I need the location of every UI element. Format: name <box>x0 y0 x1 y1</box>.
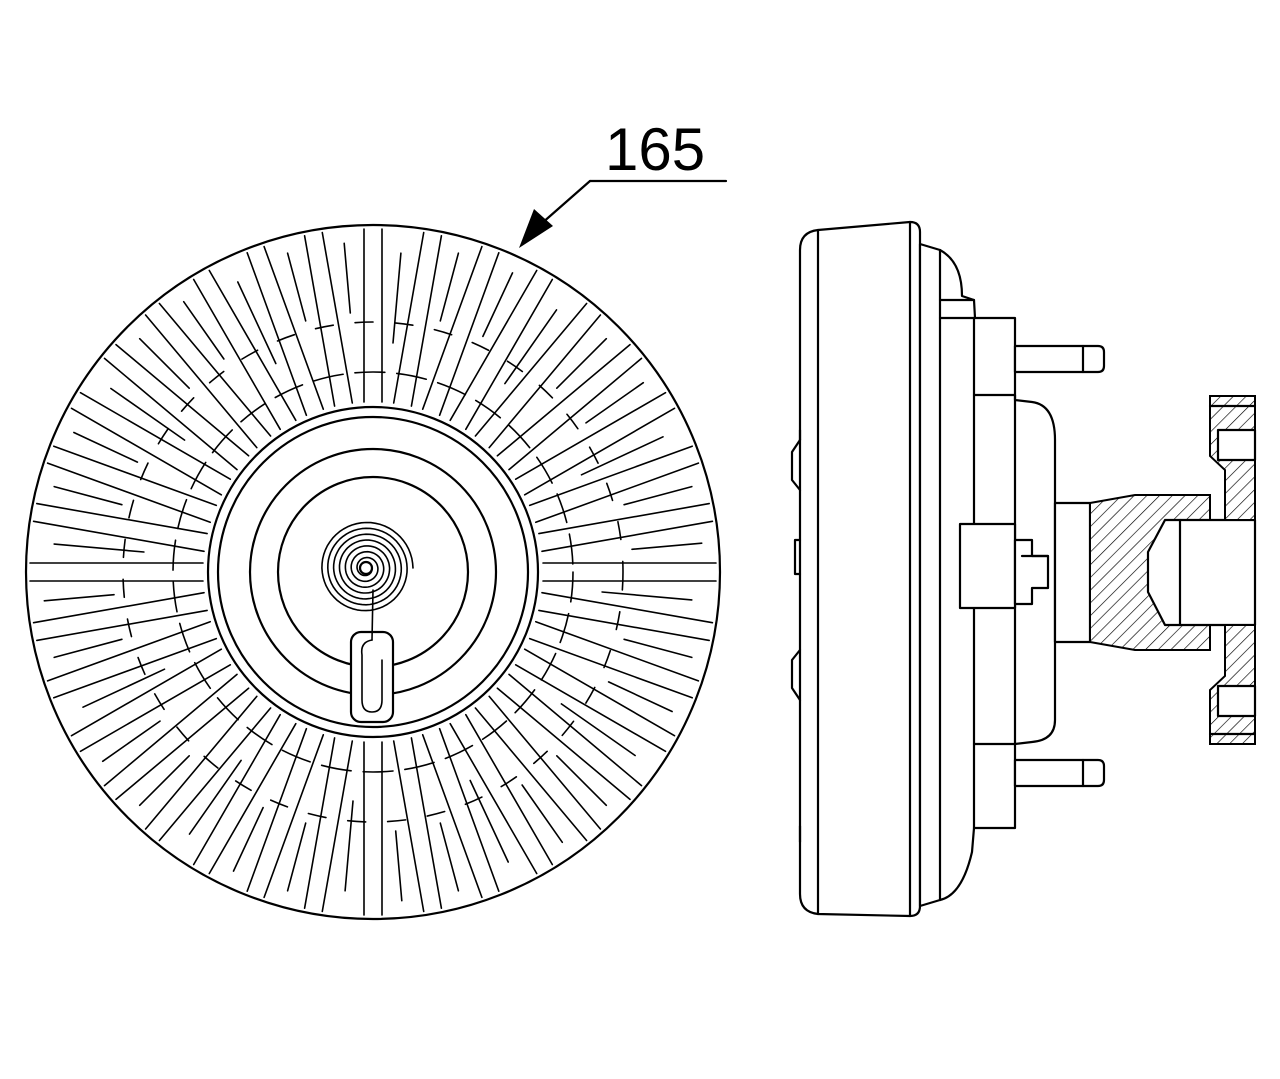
leader-line <box>539 179 592 226</box>
fin <box>474 302 602 449</box>
bimetal-spiral <box>321 521 414 612</box>
fin-slot <box>343 242 352 314</box>
fin-slot <box>344 800 354 892</box>
fin-slot <box>469 779 510 863</box>
fin <box>32 502 208 553</box>
fin <box>363 741 383 916</box>
fin-slot <box>482 272 514 338</box>
fin-slot <box>580 435 664 476</box>
fin-slot <box>504 309 558 385</box>
fin <box>421 727 500 899</box>
fin-slot <box>188 759 242 835</box>
fin-slot <box>101 720 161 763</box>
fin <box>474 695 602 842</box>
stud-lower <box>1013 758 1106 788</box>
fin <box>103 673 250 801</box>
fin <box>32 591 208 642</box>
fin <box>542 562 717 582</box>
fin-root-ring <box>122 321 624 823</box>
fin-slot <box>82 668 166 709</box>
fan-blades <box>29 228 717 916</box>
fin <box>246 245 325 417</box>
fin-slot <box>439 822 460 892</box>
fin <box>514 648 676 753</box>
leader-arrowhead <box>519 209 553 248</box>
spiral-coil <box>321 521 414 612</box>
fin <box>192 269 297 431</box>
fin <box>103 343 250 471</box>
fin-slot <box>53 543 145 553</box>
fin-slot <box>585 381 645 424</box>
fin <box>514 391 676 496</box>
fin <box>496 343 643 471</box>
fin <box>528 445 700 524</box>
fin <box>538 502 714 553</box>
fin-slot <box>555 754 608 807</box>
fin-slot <box>182 300 225 360</box>
dimension-callout: 165 <box>519 116 728 248</box>
fin <box>144 302 272 449</box>
fin <box>144 695 272 842</box>
stud-upper <box>1013 344 1106 374</box>
fin-slot <box>560 703 636 757</box>
mounting-flange <box>1209 395 1256 745</box>
fin <box>538 591 714 642</box>
fin-slot <box>439 252 460 322</box>
fin-slot <box>53 638 123 659</box>
fin-slot <box>555 337 608 390</box>
fin-slot <box>237 281 277 365</box>
fin-slot <box>601 591 693 601</box>
fin <box>29 562 204 582</box>
outer-rim <box>24 223 722 921</box>
fin-slot <box>286 822 307 892</box>
fin-root-ring <box>172 371 574 773</box>
fin <box>449 269 554 431</box>
fin-slot <box>623 638 693 659</box>
spiral-center <box>358 560 374 576</box>
fin-slot <box>521 784 564 844</box>
fin-slot <box>623 485 693 506</box>
fin <box>246 727 325 899</box>
hub-flange <box>206 405 540 739</box>
fin <box>70 648 232 753</box>
fin <box>303 231 354 407</box>
fin <box>363 228 383 403</box>
fin <box>46 620 218 699</box>
fin-slot <box>286 252 307 322</box>
fin-slot <box>73 431 139 463</box>
fin-slot <box>138 337 190 390</box>
fin <box>303 737 354 913</box>
fin <box>421 245 500 417</box>
fin-slot <box>607 681 673 713</box>
fin-slot <box>631 542 703 551</box>
fin-slot <box>392 252 402 344</box>
fin <box>528 620 700 699</box>
fin <box>392 737 443 913</box>
fin-slot <box>53 485 123 506</box>
fin <box>70 391 232 496</box>
shaft-neck <box>1053 501 1092 644</box>
front-view <box>24 223 722 921</box>
fin-slot <box>43 593 115 602</box>
fin-slot <box>394 830 403 902</box>
fin <box>496 673 643 801</box>
fin-slot <box>138 754 190 807</box>
dimension-label: 165 <box>605 116 705 183</box>
side-view <box>790 220 1257 918</box>
hub-ring <box>216 415 530 729</box>
fin <box>192 713 297 875</box>
bimetal-clip <box>349 589 395 724</box>
fin <box>46 445 218 524</box>
fin <box>449 713 554 875</box>
fin-slot <box>232 806 264 872</box>
fin-slot <box>110 387 186 441</box>
fin <box>392 231 443 407</box>
